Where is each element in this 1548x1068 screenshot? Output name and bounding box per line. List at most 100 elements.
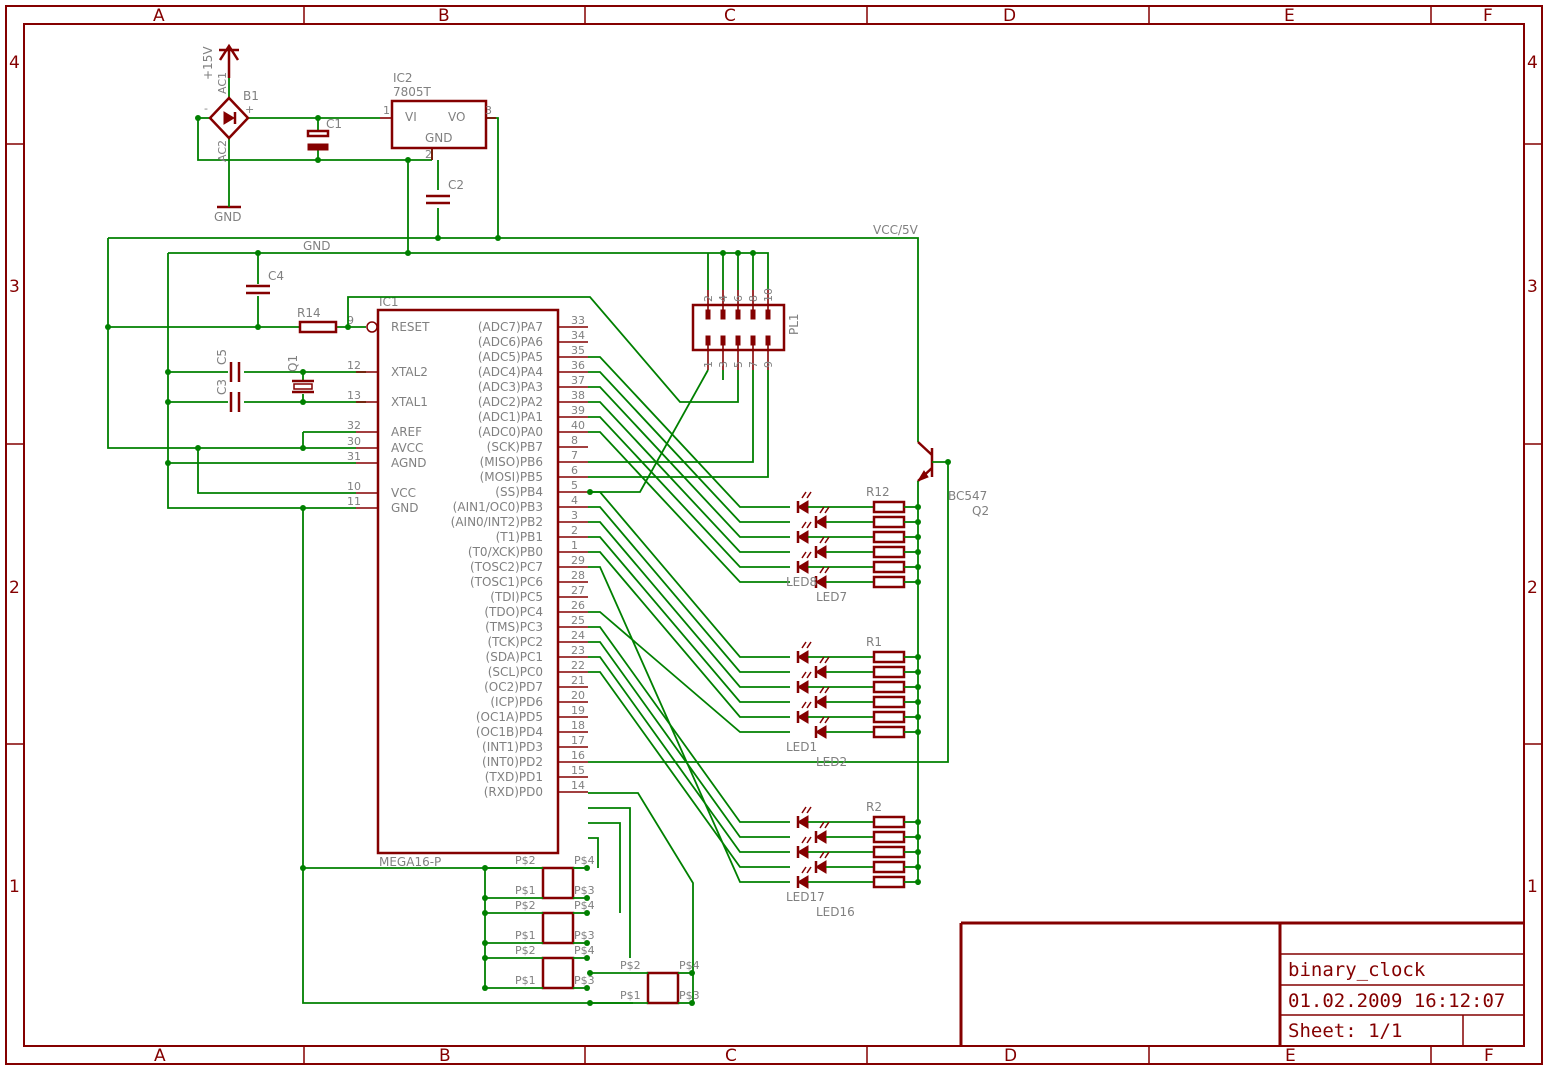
mcu-pin-number: 14: [571, 779, 585, 792]
sheet-number: Sheet: 1/1: [1288, 1020, 1402, 1042]
mcu-pin-number: 36: [571, 359, 585, 372]
resistor-icon: [872, 680, 906, 694]
pushbutton-icon: [541, 956, 575, 990]
mcu-pin-label: (ADC4)PA4: [478, 365, 543, 379]
regulator-body: [390, 99, 488, 150]
svg-text:Q1: Q1: [286, 355, 300, 372]
svg-text:-: -: [204, 102, 208, 115]
drawing-date: 01.02.2009 16:12:07: [1288, 990, 1505, 1012]
led-label: LED7: [816, 590, 847, 604]
led-icon: [814, 821, 830, 844]
mcu-pin-label: (TOSC1)PC6: [470, 575, 543, 589]
svg-text:C4: C4: [268, 269, 284, 283]
connector-pin-number: 5: [732, 361, 745, 368]
led-label: LED17: [786, 890, 825, 904]
svg-text:GND: GND: [425, 131, 453, 145]
mcu-pin-label: AREF: [391, 425, 422, 439]
mcu-pin-label: (ADC5)PA5: [478, 350, 543, 364]
resistor-icon: [872, 500, 906, 514]
switch-pin-label: P$4: [574, 944, 595, 957]
mcu-pin-label: (SCK)PB7: [487, 440, 543, 454]
mcu-pin-label: (SS)PB4: [495, 485, 543, 499]
led-label: LED2: [816, 755, 847, 769]
mcu-pin-label: (AIN1/OC0)PB3: [453, 500, 543, 514]
mcu-pin-number: 19: [571, 704, 585, 717]
capacitor-c5-icon: [229, 362, 241, 382]
connector-pin-number: 3: [717, 361, 730, 368]
svg-text:MEGA16-P: MEGA16-P: [379, 855, 441, 869]
mcu-pin-label: (SCL)PC0: [488, 665, 543, 679]
mcu-pin-label: VCC: [391, 486, 416, 500]
led-label: LED16: [816, 905, 855, 919]
mcu-pin-label: (ICP)PD6: [490, 695, 543, 709]
zone-col-label: D: [1003, 6, 1016, 26]
mcu-pin-number: 40: [571, 419, 585, 432]
led-icon: [796, 521, 812, 544]
mcu-pin-number: 5: [571, 479, 578, 492]
zone-col-label: C: [724, 6, 736, 26]
net-gnd-label: GND: [303, 239, 331, 253]
mcu-pin-number: 18: [571, 719, 585, 732]
mcu-pin-label: AVCC: [391, 441, 423, 455]
svg-text:+: +: [245, 103, 254, 116]
connector-pin-number: 7: [747, 361, 760, 368]
svg-text:PL1: PL1: [787, 313, 801, 335]
mcu-pin-number: 27: [571, 584, 585, 597]
mcu-pin-number: 32: [347, 419, 361, 432]
led-label: LED1: [786, 740, 817, 754]
connector-pin-number: 1: [702, 361, 715, 368]
crystal-q1-icon: [292, 372, 314, 402]
mcu-pin-number: 1: [571, 539, 578, 552]
led-icon: [796, 806, 812, 829]
capacitor-c4-icon: [246, 284, 270, 295]
resistor-icon: [872, 560, 906, 574]
mcu-pin-number: 28: [571, 569, 585, 582]
resistor-label: R1: [866, 635, 882, 649]
zone-col-label: F: [1483, 6, 1493, 26]
zone-col-label: E: [1284, 6, 1295, 26]
resistor-icon: [872, 725, 906, 739]
switch-pin-label: P$3: [574, 929, 595, 942]
mcu-pin-number: 12: [347, 359, 361, 372]
pushbutton-icon: [541, 866, 575, 900]
mcu-pin-number: 4: [571, 494, 578, 507]
switch-pin-label: P$1: [515, 929, 536, 942]
resistor-icon: [872, 575, 906, 589]
resistor-label: R12: [866, 485, 890, 499]
led-icon: [796, 641, 812, 664]
zone-col-label: A: [154, 1046, 166, 1066]
resistor-icon: [872, 710, 906, 724]
power-supply: +15V B1 - + AC1 AC2 GND C1 IC2 7805T: [195, 43, 501, 256]
switch-pin-label: P$1: [620, 989, 641, 1002]
mcu-pin-number: 30: [347, 435, 361, 448]
mcu-pin-label: (ADC7)PA7: [478, 320, 543, 334]
power-rails: VCC/5V GND C4 R14: [105, 223, 919, 1004]
switch-pin-label: P$4: [574, 854, 595, 867]
zone-row-label: 4: [1527, 53, 1538, 73]
resistor-icon: [872, 875, 906, 889]
mcu-pin-number: 33: [571, 314, 585, 327]
led-icon: [814, 716, 830, 739]
mcu-pin-label: (OC2)PD7: [484, 680, 543, 694]
led-icon: [814, 851, 830, 874]
mcu-pin-number: 7: [571, 449, 578, 462]
title-block: binary_clock 01.02.2009 16:12:07 Sheet: …: [959, 921, 1524, 1046]
mcu-pin-label: RESET: [391, 320, 430, 334]
switch-pin-label: P$2: [515, 944, 536, 957]
mcu-pin-number: 31: [347, 450, 361, 463]
zone-col-label: D: [1004, 1046, 1017, 1066]
svg-text:C5: C5: [215, 349, 229, 365]
mcu-pin-label: (ADC0)PA0: [478, 425, 543, 439]
zone-row-label: 3: [9, 277, 20, 297]
mcu-pin-label: (ADC3)PA3: [478, 380, 543, 394]
pushbutton-icon: [646, 971, 680, 1005]
mcu-pin-number: 22: [571, 659, 585, 672]
mcu-pin-number: 3: [571, 509, 578, 522]
zone-row-label: 3: [1527, 277, 1538, 297]
ground-icon: [217, 195, 241, 209]
connector-pin-number: 10: [762, 288, 775, 302]
mcu-pin-label: (T1)PB1: [496, 530, 543, 544]
